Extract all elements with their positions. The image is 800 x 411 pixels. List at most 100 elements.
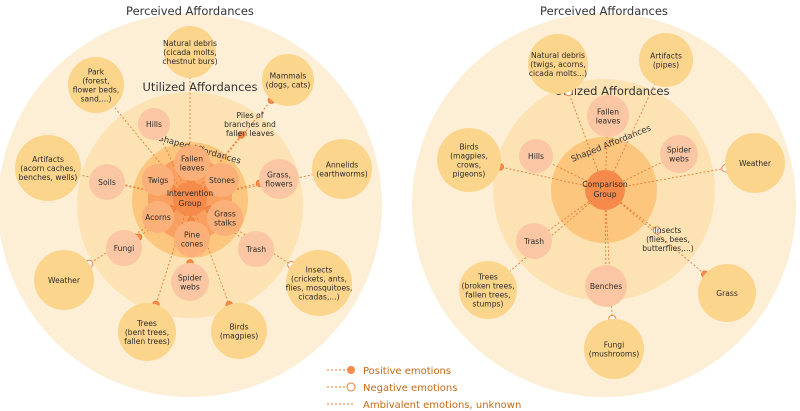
- node-circle: [459, 261, 517, 319]
- node-label: Twigs: [147, 176, 169, 185]
- node-circle: [106, 230, 142, 266]
- node-label: Mammals: [270, 71, 307, 80]
- node-acorns: Acorns: [142, 201, 174, 233]
- node-label: sand,...): [81, 94, 112, 103]
- node-label: (earthworms): [316, 169, 367, 178]
- node-circle: [211, 303, 267, 359]
- node-circle: [286, 250, 352, 316]
- node-insects: Insects(flies, bees,butterflies,...): [642, 226, 694, 253]
- node-label: (flies, bees,: [646, 235, 690, 244]
- node-artifacts: Artifacts(pipes): [639, 33, 693, 87]
- node-trash: Trash: [516, 223, 552, 259]
- node-label: Grass: [716, 289, 738, 298]
- node-label: (mushrooms): [589, 349, 640, 358]
- node-trash: Trash: [238, 231, 274, 267]
- node-label: Weather: [48, 276, 81, 285]
- center-label-line-1: Intervention: [167, 189, 214, 198]
- node-circle: [142, 164, 174, 196]
- node-label: Artifacts: [32, 155, 64, 164]
- connector-line-trees: [155, 198, 191, 305]
- node-label: pigeons): [453, 169, 486, 178]
- node-label: Fallen: [597, 107, 619, 116]
- node-label: Trees: [136, 319, 157, 328]
- node-circle: [238, 231, 274, 267]
- utilized-label: Utilized Affordances: [555, 84, 670, 98]
- node-label: fallen leaves: [226, 129, 274, 138]
- connector-line-artifacts: [604, 84, 655, 191]
- node-label: stumps): [473, 299, 504, 308]
- node-label: Stones: [209, 176, 235, 185]
- node-label: Spider: [667, 145, 692, 154]
- node-label: Grass,: [267, 170, 291, 179]
- node-label: Benches: [590, 282, 622, 291]
- node-label: chestnut burs): [162, 57, 217, 66]
- node-label: stalks: [214, 218, 236, 227]
- node-label: Trash: [245, 245, 266, 254]
- node-hills: Hills: [519, 139, 553, 173]
- legend-label: Positive emotions: [363, 366, 451, 377]
- positive-emotion-marker: [237, 131, 246, 139]
- node-label: (pipes): [653, 60, 679, 69]
- node-circle: [142, 201, 174, 233]
- affordance-nodes: Natural debris(twigs, acorns,cicada molt…: [437, 33, 785, 379]
- node-label: crows,: [457, 160, 481, 169]
- node-annelids: Annelids(earthworms): [312, 139, 372, 199]
- node-trees: Trees(bent trees,fallen trees): [118, 303, 176, 361]
- node-label: (bent trees,: [125, 328, 169, 337]
- node-circle: [34, 250, 94, 310]
- node-natural-debris: Natural debris(cicada molts,chestnut bur…: [162, 26, 218, 78]
- node-circle: [516, 223, 552, 259]
- node-circle: [725, 133, 785, 193]
- node-label: Insects: [306, 265, 333, 274]
- node-circle: [174, 145, 210, 181]
- node-label: Natural debris: [163, 39, 217, 48]
- node-label: Natural debris: [531, 51, 585, 60]
- node-circle: [118, 303, 176, 361]
- node-label: Fallen: [181, 154, 203, 163]
- node-label: Pine: [184, 230, 200, 239]
- node-label: cicada molts...): [529, 69, 587, 78]
- node-circle: [437, 128, 501, 192]
- negative-emotion-marker: [652, 226, 661, 235]
- node-label: Hills: [146, 120, 162, 129]
- node-circle: [68, 57, 124, 113]
- node-circle: [174, 221, 210, 257]
- node-label: (dogs, cats): [266, 80, 311, 89]
- node-label: Piles of: [237, 111, 264, 120]
- node-label: (magpies,: [450, 151, 488, 160]
- node-circle: [528, 34, 588, 94]
- node-label: Birds: [459, 142, 478, 151]
- node-circle: [312, 139, 372, 199]
- node-grass-flowers: Grass,flowers: [259, 159, 299, 199]
- node-label: benches, wells): [19, 173, 78, 182]
- node-circle: [259, 159, 299, 199]
- node-label: (twigs, acorns,: [530, 60, 586, 69]
- connector-line-weather: [604, 167, 726, 191]
- node-twigs: Twigs: [142, 164, 174, 196]
- negative-marker-icon: [346, 382, 356, 392]
- intervention-hub: [173, 182, 207, 216]
- node-artifacts: Artifacts(acorn caches,benches, wells): [15, 135, 81, 201]
- node-circle: [660, 135, 698, 173]
- node-label: leaves: [180, 163, 205, 172]
- center-label-line-2: Group: [593, 190, 616, 199]
- node-hills: Hills: [138, 108, 170, 140]
- node-grass: Grass: [698, 264, 756, 322]
- legend-positive: Positive emotions: [327, 366, 451, 377]
- node-label: Grass: [214, 209, 236, 218]
- node-label: (cicada molts,: [163, 48, 216, 57]
- node-label: webs: [669, 154, 689, 163]
- node-birds: Birds(magpies,crows,pigeons): [437, 128, 501, 192]
- node-circle: [587, 95, 629, 137]
- legend-negative: Negative emotions: [327, 382, 457, 394]
- node-label: Weather: [739, 159, 772, 168]
- comparison-diagram: Perceived Affordances Utilized Affordanc…: [412, 4, 796, 397]
- node-circle: [89, 164, 125, 200]
- node-label: Trees: [477, 272, 498, 281]
- node-benches: Benches: [585, 265, 627, 307]
